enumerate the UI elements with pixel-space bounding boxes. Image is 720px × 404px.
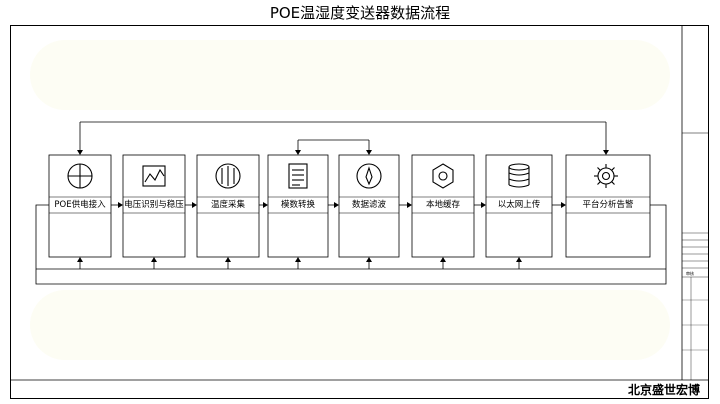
step-box: [48, 154, 112, 258]
company-name: 北京盛世宏博: [627, 383, 700, 397]
storage-hex-icon: [432, 163, 454, 189]
step-box: [267, 154, 329, 258]
title-block-label: 审核: [686, 271, 694, 276]
background-watermark: [30, 290, 670, 360]
gear-icon: [594, 164, 618, 188]
arrowhead: [295, 150, 301, 155]
bottom-loop-line: [35, 204, 667, 285]
background-watermark: [30, 40, 670, 110]
sensor-icon: [215, 163, 241, 189]
step-label-ethernet: 以太网上传: [497, 200, 541, 210]
database-icon: [508, 163, 530, 188]
voltage-wave-icon: [142, 165, 166, 187]
step-label-cache: 本地缓存: [425, 200, 460, 210]
document-icon: [288, 163, 308, 189]
step-box: [122, 154, 186, 258]
crosshair-icon: [67, 163, 93, 189]
step-label-platform: 平台分析告警: [582, 200, 634, 210]
drawing-frame: [10, 25, 709, 399]
step-box: [565, 154, 651, 258]
step-label-voltage: 电压识别与稳压: [124, 200, 184, 210]
arrowhead: [77, 150, 83, 155]
step-label-poe: POE供电接入: [54, 200, 106, 210]
step-label-filter: 数据滤波: [351, 200, 386, 210]
step-label-adc: 模数转换: [280, 200, 315, 210]
compass-icon: [356, 163, 382, 189]
step-box: [338, 154, 400, 258]
arrowhead: [603, 150, 609, 155]
page-title: POE温湿度变送器数据流程: [269, 4, 451, 22]
step-label-temperature: 温度采集: [210, 200, 245, 210]
step-box: [485, 154, 553, 258]
arrowhead: [366, 150, 372, 155]
